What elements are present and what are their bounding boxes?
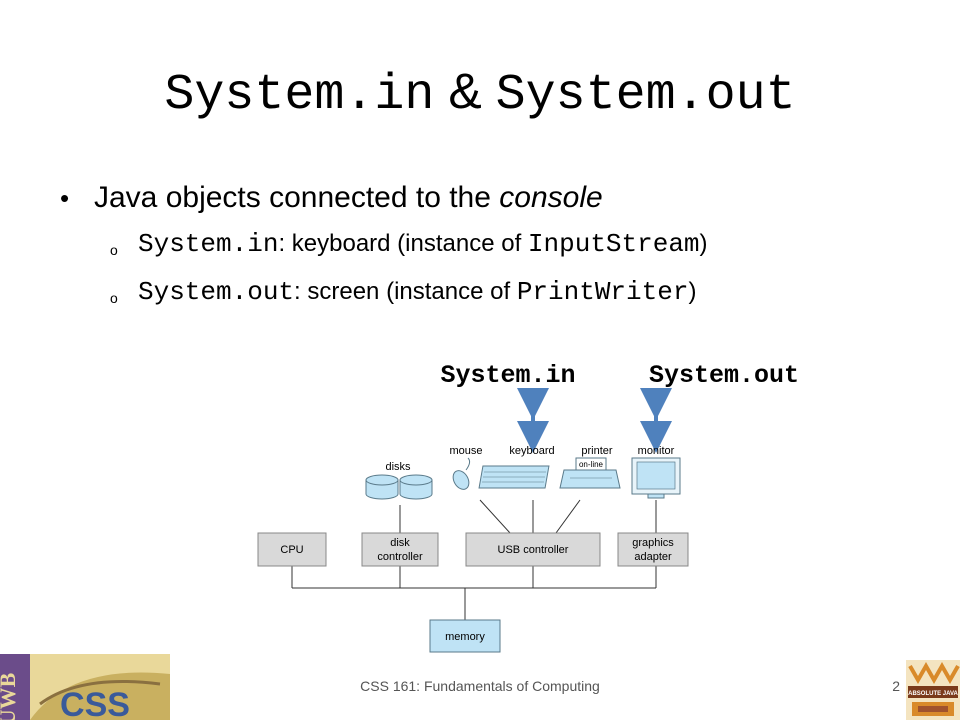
keyboard-icon <box>478 465 550 489</box>
page-number: 2 <box>892 678 900 694</box>
bullet-1-text: Java objects connected to the <box>94 181 500 214</box>
printer-panel-label: on-line <box>579 460 604 469</box>
graphics-adapter-label-2: adapter <box>634 551 672 563</box>
usb-controller-box <box>465 532 601 567</box>
svg-text:ABSOLUTE JAVA: ABSOLUTE JAVA <box>908 691 958 697</box>
sub-bullet-2-close: ) <box>688 278 697 305</box>
uwb-css-logo: UWB CSS <box>0 654 170 720</box>
title-system-out: System.out <box>495 67 796 124</box>
label-mouse: mouse <box>449 445 482 457</box>
bullet-dot-icon: • <box>60 183 70 213</box>
slide-title: System.in & System.out <box>0 60 960 127</box>
label-keyboard: keyboard <box>509 445 554 457</box>
sub-bullet-2: o System.out: screen (instance of PrintW… <box>60 268 940 316</box>
cpu-box <box>257 532 327 567</box>
disk-controller-box <box>361 532 439 567</box>
sub-bullet-circle-icon: o <box>110 242 118 258</box>
sub-bullet-1-code: System.in <box>138 229 279 259</box>
graphics-adapter-box <box>617 532 689 567</box>
graphics-adapter-label-1: graphics <box>632 537 674 549</box>
label-disks: disks <box>385 461 411 473</box>
label-monitor: monitor <box>638 445 675 457</box>
sub-bullet-1-close: ) <box>699 230 708 257</box>
usb-controller-label: USB controller <box>498 544 569 556</box>
disk-controller-label-2: controller <box>377 551 423 563</box>
sub-bullet-2-code: System.out <box>138 277 295 307</box>
sub-bullet-1: o System.in: keyboard (instance of Input… <box>60 220 940 268</box>
diagram-label-system-out: System.out <box>649 361 799 390</box>
label-printer: printer <box>581 445 613 457</box>
sub-bullet-2-code2: PrintWriter <box>516 277 689 307</box>
bullet-1-emphasis: console <box>499 181 603 214</box>
svg-text:CSS: CSS <box>60 686 130 720</box>
sub-bullet-circle-icon: o <box>110 290 118 306</box>
sub-bullet-1-code2: InputStream <box>527 229 700 259</box>
absolute-java-logo: ABSOLUTE JAVA <box>906 660 960 720</box>
diagram-label-system-in: System.in <box>440 361 575 390</box>
cpu-label: CPU <box>280 544 303 556</box>
printer-icon: on-line <box>559 457 621 489</box>
title-system-in: System.in <box>164 67 435 124</box>
mouse-icon <box>452 457 471 490</box>
footer-course: CSS 161: Fundamentals of Computing <box>360 678 600 694</box>
title-ampersand: & <box>434 63 496 119</box>
memory-box <box>429 619 501 653</box>
svg-text:UWB: UWB <box>0 672 20 720</box>
disk-controller-label-1: disk <box>390 537 410 549</box>
bullet-item-1: • Java objects connected to the console <box>60 176 940 220</box>
sub-bullet-1-text: : keyboard (instance of <box>278 230 528 257</box>
disks-icon <box>365 474 433 500</box>
sub-bullet-2-text: : screen (instance of <box>294 278 517 305</box>
memory-label: memory <box>445 631 485 643</box>
bullet-list: • Java objects connected to the console … <box>60 176 940 316</box>
monitor-icon <box>631 457 681 499</box>
bus-lines <box>291 499 657 620</box>
